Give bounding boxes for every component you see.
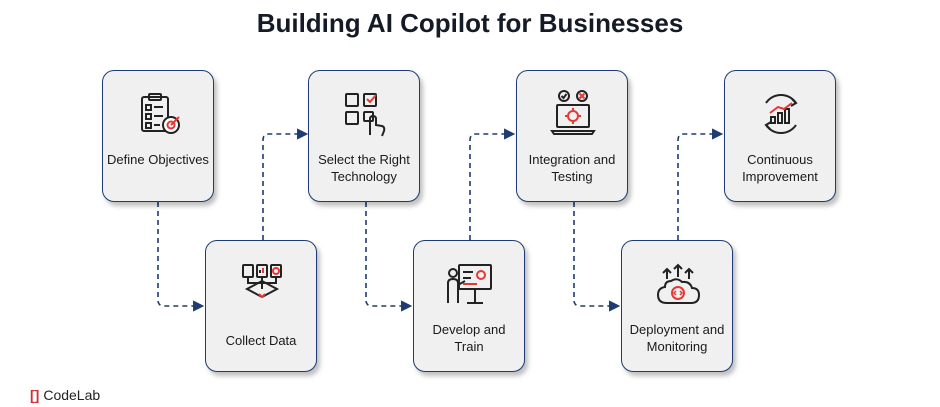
connector-6-7	[677, 128, 724, 240]
connector-1-2	[157, 202, 205, 312]
connector-4-5	[469, 128, 516, 240]
step-card-define-objectives: Define Objectives	[102, 70, 214, 202]
logo-text: CodeLab	[43, 387, 101, 403]
step-label: Continuous Improvement	[742, 152, 818, 184]
step-label: Collect Data	[225, 333, 297, 348]
step-label: Deployment and Monitoring	[629, 322, 725, 354]
diagram-title: Building AI Copilot for Businesses	[256, 8, 684, 38]
laptop-gear-icon	[550, 90, 596, 135]
growth-cycle-icon	[764, 94, 798, 134]
step-label: Integration and Testing	[528, 152, 616, 184]
checklist-target-icon	[141, 93, 180, 134]
connector-2-3	[262, 128, 309, 240]
step-card-select-technology: Select the Right Technology	[308, 70, 420, 202]
step-label: Define Objectives	[107, 152, 209, 167]
step-label: Develop and Train	[432, 322, 506, 354]
step-card-collect-data: Collect Data	[205, 240, 317, 372]
step-label: Select the Right Technology	[318, 152, 410, 184]
connector-5-6	[573, 202, 621, 312]
connector-3-4	[365, 202, 413, 312]
brand-logo: []CodeLab	[30, 387, 100, 407]
step-card-continuous-improvement: Continuous Improvement	[724, 70, 836, 202]
step-card-integration-testing: Integration and Testing	[516, 70, 628, 202]
data-collection-icon	[242, 264, 282, 299]
cloud-code-icon	[656, 263, 701, 304]
step-card-develop-train: Develop and Train	[413, 240, 525, 372]
step-card-deployment-monitoring: Deployment and Monitoring	[621, 240, 733, 372]
logo-mark-icon: []	[30, 387, 40, 403]
presentation-training-icon	[447, 264, 492, 304]
grid-select-hand-icon	[345, 93, 386, 137]
